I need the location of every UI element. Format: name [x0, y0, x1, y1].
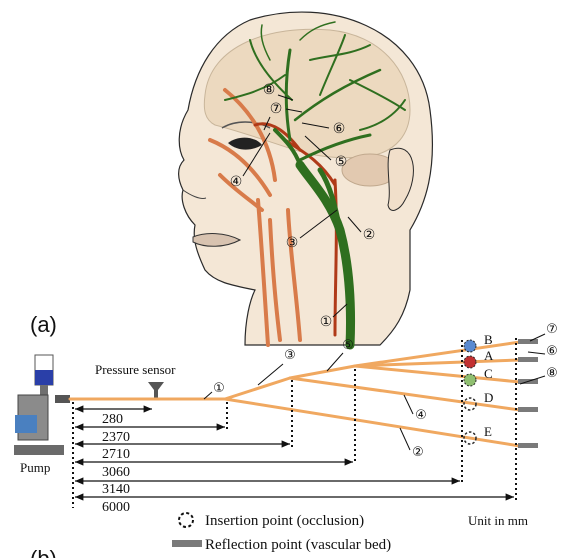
segment-leader-2 — [400, 428, 410, 450]
dimension-arrows — [75, 409, 514, 497]
legend-insertion-text: Insertion point (occlusion) — [205, 513, 364, 529]
legend-reflection-icon — [172, 540, 202, 547]
panel-b-label: (b) — [30, 546, 57, 558]
marker-B — [464, 340, 476, 352]
point-label-C: C — [484, 366, 493, 381]
pump-connector — [55, 395, 70, 403]
cap-6 — [518, 357, 538, 362]
tube-8 — [355, 366, 520, 382]
segment-leader-4 — [404, 395, 413, 414]
distance-3140: 3140 — [102, 482, 130, 497]
vessel-label-8: ⑧ — [263, 81, 276, 97]
distance-280: 280 — [102, 412, 123, 427]
vessel-label-7: ⑦ — [270, 100, 283, 116]
pump-label: Pump — [20, 460, 50, 475]
segment-label-2: ② — [412, 444, 424, 459]
vessel-label-4: ④ — [230, 173, 243, 189]
cap-4 — [518, 407, 538, 412]
segment-label-6: ⑥ — [546, 343, 558, 358]
distance-3060: 3060 — [102, 465, 130, 480]
legend-insertion-icon — [179, 513, 193, 527]
reservoir-fluid — [35, 370, 53, 385]
vessel-label-6: ⑥ — [333, 120, 346, 136]
vessel-label-5: ⑤ — [335, 153, 348, 169]
segment-label-8: ⑧ — [546, 365, 558, 380]
tube-model: Pump Pressure sensor — [14, 321, 558, 553]
vessel-label-2: ② — [363, 226, 376, 242]
point-label-E: E — [484, 424, 492, 439]
tube-branch-upper — [225, 378, 290, 399]
legend-reflection-text: Reflection point (vascular bed) — [205, 537, 391, 553]
segment-label-7: ⑦ — [546, 321, 558, 336]
point-label-B: B — [484, 332, 493, 347]
distance-2370: 2370 — [102, 430, 130, 445]
panel-a-label: (a) — [30, 312, 57, 337]
vessel-label-1: ① — [320, 313, 333, 329]
reflection-caps — [518, 339, 538, 448]
legend: Insertion point (occlusion) Reflection p… — [172, 513, 528, 553]
segment-label-1: ① — [213, 380, 225, 395]
tube-3 — [290, 366, 355, 378]
marker-A — [464, 356, 476, 368]
pressure-sensor-label: Pressure sensor — [95, 362, 176, 377]
distance-6000: 6000 — [102, 500, 130, 515]
point-labels: B A C D E — [484, 332, 494, 439]
pump-base — [14, 445, 64, 455]
segment-label-3: ③ — [284, 347, 296, 362]
point-label-D: D — [484, 390, 493, 405]
vessel-label-3: ③ — [286, 234, 299, 250]
distance-2710: 2710 — [102, 447, 130, 462]
pump-apparatus: Pump — [14, 355, 70, 475]
marker-C — [464, 374, 476, 386]
segment-label-4: ④ — [415, 407, 427, 422]
cap-2 — [518, 443, 538, 448]
point-label-A: A — [484, 348, 494, 363]
cap-7 — [518, 339, 538, 344]
pressure-sensor-icon — [148, 382, 164, 398]
unit-note: Unit in mm — [468, 513, 528, 528]
pump-cylinder — [15, 415, 37, 433]
head-illustration: ⑧ ⑦ ⑥ ⑤ ④ ③ ② ① — [179, 12, 433, 345]
segment-label-5: ⑤ — [342, 337, 354, 352]
segment-leader-6 — [528, 352, 545, 354]
